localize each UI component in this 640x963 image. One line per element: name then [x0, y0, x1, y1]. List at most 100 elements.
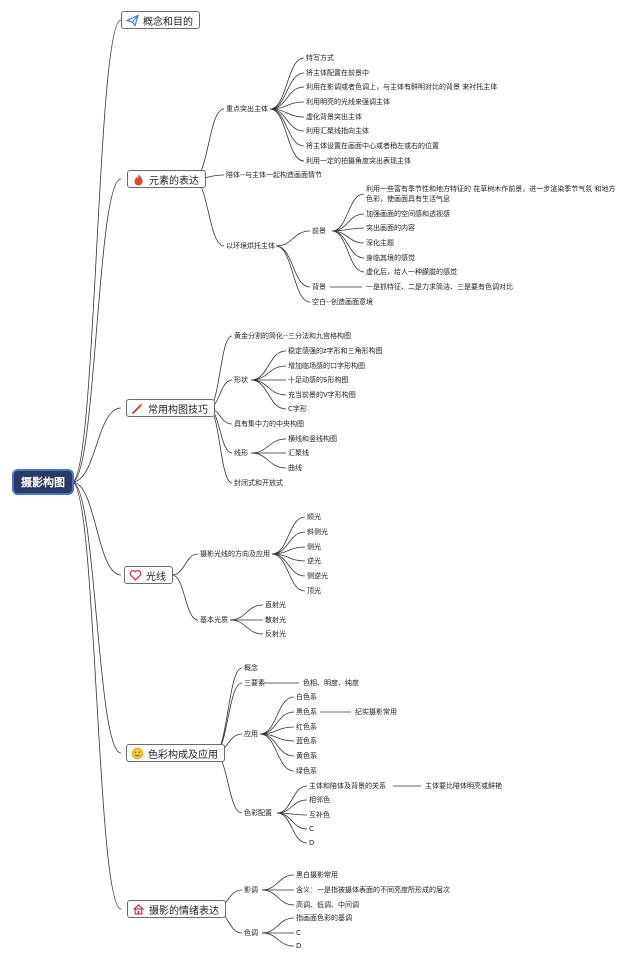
shape-item[interactable]: 稳定感强的z字形和三角形构图 [288, 347, 383, 355]
light-direction-item[interactable]: 斜侧光 [307, 528, 328, 536]
connector-line [261, 874, 295, 891]
background-item[interactable]: 一是抓特征、二是力求简洁、三是要有色调对比 [366, 283, 513, 291]
shape-node[interactable]: 形状 [234, 376, 248, 384]
closed-open-node[interactable]: 封闭式和开放式 [234, 479, 283, 487]
branch-label: 摄影的情绪表达 [149, 905, 219, 917]
color-matching-item[interactable]: 互补色 [309, 811, 330, 819]
center-composition-node[interactable]: 具有集中力的中央构图 [234, 420, 304, 428]
background-node[interactable]: 背景 [312, 283, 326, 291]
light-direction-item[interactable]: 顶光 [307, 587, 321, 595]
focus-item[interactable]: 利用一定的拍摄角度突出表现主体 [306, 157, 411, 165]
environment-node[interactable]: 以环境烘托主体 [226, 242, 275, 250]
paper-plane-icon [126, 13, 139, 27]
light-quality-item[interactable]: 反射光 [265, 630, 286, 638]
connector-line [250, 379, 287, 396]
line-item[interactable]: 曲线 [288, 464, 302, 472]
foreground-item[interactable]: 深化主题 [366, 239, 394, 247]
connector-line [192, 108, 225, 180]
foreground-item[interactable]: 突出画面的内容 [366, 224, 415, 232]
color-application-item[interactable]: 黄色系 [296, 752, 317, 760]
blank-space-node[interactable]: 空白--创造画面意境 [312, 298, 374, 306]
light-quality-item[interactable]: 散射光 [265, 616, 286, 624]
color-matching-item[interactable]: C [309, 825, 314, 833]
color-application-item[interactable]: 绿色系 [296, 767, 317, 775]
branch-emotion[interactable]: 摄影的情绪表达 [127, 900, 226, 918]
connector-line [275, 245, 311, 303]
branch-color[interactable]: 色彩构成及应用 [126, 744, 225, 762]
line-item[interactable]: 汇聚线 [288, 449, 309, 457]
line-shape-node[interactable]: 线形 [234, 449, 248, 457]
companion-node[interactable]: 陪体--与主体一起构造画面情节 [226, 171, 323, 179]
focus-subject-node[interactable]: 重点突出主体 [226, 105, 268, 113]
hue-item[interactable]: 指画面色彩的基调 [296, 914, 352, 922]
focus-item[interactable]: 特写方式 [306, 54, 334, 62]
shape-item[interactable]: 十足动感的S形构图 [288, 376, 349, 384]
foreground-item[interactable]: 虚化后，给人一种朦胧的感觉 [366, 268, 457, 276]
branch-light[interactable]: 光线 [124, 566, 173, 584]
connector-line [213, 682, 243, 754]
focus-item[interactable]: 利用在影调或者色调上，与主体有鲜明对比的背景 来衬托主体 [306, 83, 498, 91]
color-application-node[interactable]: 应用 [244, 730, 258, 738]
shape-item[interactable]: 增加临场感的口字形构图 [288, 362, 365, 370]
tone-item[interactable]: 含义：一是指被摄体表面的不同亮度所形成的层次 [296, 886, 450, 894]
color-matching-item[interactable]: D [309, 839, 315, 847]
focus-item[interactable]: 将主体配置在前景中 [306, 69, 369, 77]
branch-label: 光线 [146, 571, 166, 583]
color-application-item[interactable]: 白色系 [296, 693, 317, 701]
connector-line [71, 407, 122, 483]
color-application-item[interactable]: 黑色系 [296, 708, 317, 716]
color-application-item[interactable]: 蓝色系 [296, 737, 317, 745]
black-tone-note[interactable]: 纪实摄影常用 [355, 708, 397, 716]
foreground-item[interactable]: 身临其境的感觉 [366, 254, 415, 262]
connector-line [261, 917, 295, 934]
light-direction-item[interactable]: 顺光 [307, 513, 321, 521]
three-elements-node[interactable]: 三要素 [244, 679, 265, 687]
connector-line [331, 213, 365, 232]
tone-item[interactable]: 黑白摄影常用 [296, 871, 338, 879]
color-concept-node[interactable]: 概念 [244, 664, 258, 672]
hue-node[interactable]: 色调 [244, 929, 258, 937]
color-matching-item[interactable]: 主体和陪体及背景的关系 [309, 782, 386, 790]
root-topic[interactable]: 摄影构图 [14, 471, 72, 493]
connector-line [271, 553, 306, 592]
connector-line [250, 379, 287, 410]
connector-line [213, 667, 243, 754]
tone-node[interactable]: 影调 [244, 886, 258, 894]
branch-element-expression[interactable]: 元素的表达 [127, 170, 206, 188]
heart-icon [129, 569, 142, 582]
golden-ratio-node[interactable]: 黄金分割的简化--三分法和九宫格构图 [234, 332, 352, 340]
branch-composition-techniques[interactable]: 常用构图技巧 [126, 399, 215, 417]
light-direction-item[interactable]: 侧逆光 [307, 572, 328, 580]
light-quality-node[interactable]: 基本光质 [200, 616, 228, 624]
foreground-item[interactable]: 加强画面的空间感和透视感 [366, 210, 450, 218]
color-application-item[interactable]: 红色系 [296, 723, 317, 731]
light-quality-item[interactable]: 直射光 [265, 601, 286, 609]
focus-item[interactable]: 将主体设置在画面中心或者稍左或右的位置 [306, 142, 439, 150]
connector-line [259, 696, 295, 735]
color-matching-node[interactable]: 色彩配置 [244, 809, 272, 817]
shape-item[interactable]: 充当前景的V字形构图 [288, 391, 356, 399]
light-direction-item[interactable]: 侧光 [307, 543, 321, 551]
color-matching-item[interactable]: 相邻色 [309, 796, 330, 804]
foreground-item[interactable]: 利用一些富有季节性和地方特征的 花草树木作前景，进一步渲染季节气氛 和地方色彩，… [366, 185, 616, 203]
foreground-node[interactable]: 前景 [312, 227, 326, 235]
branch-concept-purpose[interactable]: 概念和目的 [121, 11, 200, 29]
connector-line [269, 57, 305, 110]
line-item[interactable]: 横线和竖线构图 [288, 435, 337, 443]
subject-relation-note[interactable]: 主体要比陪体明亮或鲜艳 [425, 782, 502, 790]
hue-item[interactable]: C [296, 929, 301, 937]
focus-item[interactable]: 利用明亮的光线来强调主体 [306, 98, 390, 106]
light-direction-item[interactable]: 逆光 [307, 557, 321, 565]
connector-line [229, 619, 264, 635]
three-elements-item[interactable]: 色相、明度、纯度 [303, 679, 359, 687]
hue-item[interactable]: D [296, 942, 302, 950]
focus-item[interactable]: 虚化背景突出主体 [306, 113, 362, 121]
connector-line [71, 481, 122, 910]
light-direction-node[interactable]: 摄影光线的方向及应用 [200, 550, 270, 558]
tone-item[interactable]: 高调、低调、中间调 [296, 901, 359, 909]
shape-item[interactable]: C字形 [288, 405, 307, 413]
branch-label: 元素的表达 [149, 175, 199, 187]
focus-item[interactable]: 利用汇聚线指向主体 [306, 127, 369, 135]
connector-line [213, 752, 243, 814]
